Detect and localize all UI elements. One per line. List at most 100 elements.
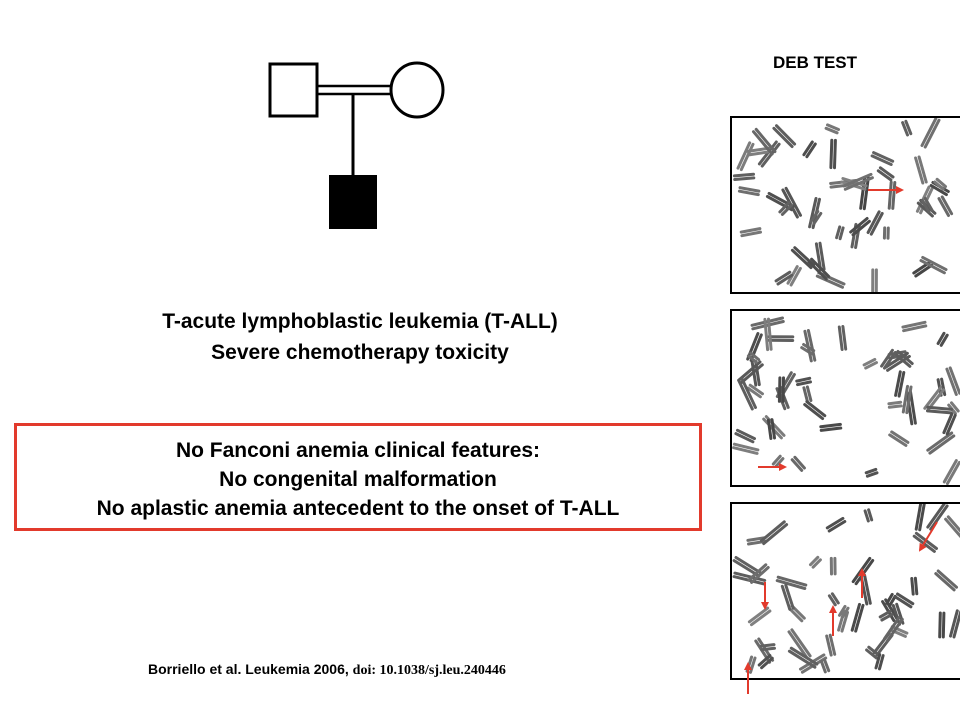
chromosome: [837, 325, 848, 351]
clinical-heading: No Fanconi anemia clinical features:: [175, 439, 541, 462]
metaphase-image-2: [732, 316, 960, 485]
chromosome: [807, 257, 831, 281]
chromosome: [767, 335, 795, 342]
chromosome: [787, 628, 812, 660]
metaphase-panel-2: [730, 309, 960, 487]
chromosome: [745, 655, 757, 674]
chromosome: [894, 350, 914, 368]
chromosome: [926, 431, 956, 455]
chromosome: [938, 611, 946, 639]
chromosome: [835, 225, 845, 241]
chromosome: [837, 609, 849, 633]
chromosome: [871, 268, 878, 292]
clinical-item-2: No aplastic anemia antecedent to the ons…: [96, 497, 620, 520]
chromosome: [849, 217, 871, 237]
chromosome: [752, 127, 777, 156]
chromosome: [883, 615, 904, 643]
chromosome: [766, 418, 776, 440]
chromosome: [934, 569, 958, 592]
diagnosis-line-1: T-acute lymphoblastic leukemia (T-ALL): [162, 310, 558, 333]
chromosome: [747, 563, 770, 584]
chromosome: [774, 270, 794, 286]
citation-doi: doi: 10.1038/sj.leu.240446: [352, 663, 506, 678]
chromosome: [771, 454, 785, 468]
chromosome: [763, 317, 773, 352]
chromosome: [876, 166, 895, 182]
chromosome: [912, 531, 938, 553]
chromosome: [863, 508, 874, 523]
chromosome: [894, 592, 915, 609]
chromosome: [949, 609, 960, 639]
chromosome: [778, 201, 794, 216]
chromosome: [866, 210, 884, 236]
chromosome: [750, 359, 761, 387]
chromosome: [910, 576, 919, 596]
chromosome: [850, 602, 865, 633]
citation: Borriello et al. Leukemia 2006, doi: 10.…: [148, 661, 506, 679]
chromosome: [780, 583, 795, 611]
chromosome: [885, 592, 897, 607]
chromosome: [936, 331, 949, 347]
chromosome: [795, 376, 812, 387]
chromosome: [803, 329, 817, 363]
chromosome: [942, 459, 960, 485]
chromosome: [746, 351, 761, 364]
chromosome: [914, 155, 928, 185]
chromosome: [920, 196, 934, 214]
chromosome: [747, 606, 772, 627]
metaphase-image-3: [732, 504, 960, 674]
chromosome: [790, 455, 806, 472]
metaphase-image-1: [732, 118, 954, 292]
chromosome: [880, 348, 897, 370]
chromosome: [802, 140, 817, 159]
chromosome: [759, 520, 789, 546]
chromosome: [937, 195, 954, 217]
chromosome: [859, 573, 872, 606]
chromosome: [737, 186, 761, 197]
chromosome: [920, 118, 941, 149]
chromosome: [842, 172, 874, 191]
metaphase-panel-1: [730, 116, 960, 294]
chromosome: [862, 357, 878, 370]
chromosome: [819, 422, 843, 432]
chromosome: [887, 400, 903, 409]
chromosome: [882, 226, 890, 240]
diagnosis-line-2: Severe chemotherapy toxicity: [211, 341, 509, 364]
chromosome: [777, 376, 785, 403]
clinical-features-box: No Fanconi anemia clinical features: No …: [14, 423, 702, 531]
chromosome: [888, 430, 910, 447]
pedigree-diagram: [268, 61, 445, 229]
chromosome: [736, 141, 755, 172]
chromosome: [787, 646, 819, 669]
chromosome: [732, 442, 760, 455]
father-symbol: [268, 62, 319, 118]
chromosome: [802, 385, 813, 403]
chromosome: [878, 609, 894, 622]
chromosome: [746, 536, 768, 546]
chromosome: [739, 227, 762, 238]
mother-symbol: [389, 61, 445, 119]
citation-text: Borriello et al. Leukemia 2006,: [148, 661, 353, 677]
chromosome: [926, 405, 953, 415]
chromosome: [737, 377, 757, 411]
chromosome: [809, 555, 822, 569]
chromosome: [914, 504, 926, 532]
chromosome: [901, 384, 913, 415]
chromosome: [942, 412, 957, 436]
chromosome: [926, 504, 949, 531]
chromosome: [825, 633, 837, 657]
deb-test-title: DEB TEST: [772, 53, 858, 72]
chromosome: [775, 575, 808, 590]
chromosome: [894, 370, 906, 398]
chromosome: [901, 320, 928, 333]
metaphase-panel-3: [730, 502, 960, 680]
chromosome: [829, 138, 837, 170]
chromosome: [944, 515, 960, 539]
chromosome: [757, 654, 774, 670]
chromosome: [901, 119, 913, 137]
chromosome: [734, 428, 756, 444]
chromosome: [870, 151, 895, 166]
chromosome: [809, 209, 823, 226]
clinical-item-1: No congenital malformation: [219, 468, 497, 491]
chromosome: [919, 255, 948, 275]
